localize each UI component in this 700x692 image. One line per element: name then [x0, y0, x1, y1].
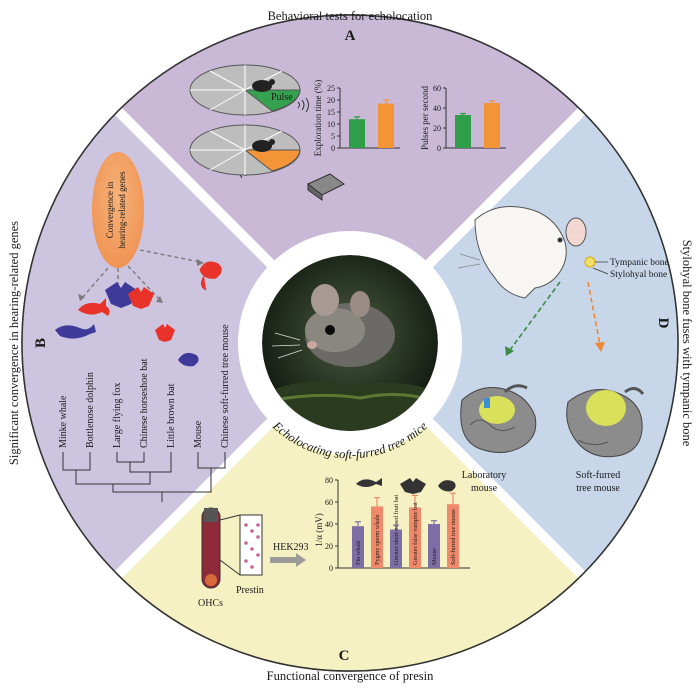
species-label: Mouse [193, 420, 204, 448]
tympanic-marker [584, 256, 596, 268]
dolphin-icon [78, 298, 110, 316]
title-d: Stylohyal bone fuses with tympanic bone [680, 240, 694, 447]
tick-label: 15 [327, 108, 335, 117]
mouse-icon [178, 352, 199, 367]
species-label: Chinese horseshoe bat [139, 358, 150, 448]
tick-label: 0 [329, 564, 333, 573]
panel-c-silhouettes [356, 478, 456, 494]
chart-pulses: 0 20 40 60 Pulses per second [420, 84, 506, 153]
panel-d-arrows [509, 281, 601, 351]
bar [447, 504, 459, 568]
tick-label: 20 [433, 124, 441, 133]
chart-prestin: 0 20 40 60 80 Fin whale Pygmy sperm whale Grea… [314, 476, 470, 573]
tick-label: 5 [331, 132, 335, 141]
title-b: Significant convergence in hearing-relat… [7, 221, 21, 465]
tick-label: 80 [325, 476, 333, 485]
species-label: Chinese soft-furred tree mouse [220, 324, 231, 448]
arrow-right-icon [270, 553, 306, 567]
letter-d: D [655, 318, 671, 329]
center-photo [262, 255, 438, 431]
tick-label: 0 [437, 144, 441, 153]
outer-ring-stroke [21, 14, 679, 672]
bat-icon [400, 478, 426, 494]
species-label: Little brown bat [166, 383, 177, 448]
title-a: Behavioral tests for echolocation [268, 9, 434, 23]
lab-mouse-skull [460, 384, 537, 453]
chart1-ylabel: Exploration time (%) [313, 80, 323, 156]
tympanic-label: Tympanic bone [610, 258, 669, 268]
phylogenetic-tree [62, 452, 226, 502]
bar-label: Pygmy sperm whale [374, 514, 381, 565]
bar-label: Fin whale [355, 540, 362, 565]
rat-head-illustration [457, 206, 609, 299]
bar-label: Greater false vampire bat [412, 502, 419, 565]
arrowhead-orange [595, 342, 605, 352]
sector-c-bg [118, 343, 582, 672]
animal-silhouettes [55, 261, 222, 367]
ohcs-label: OHCs [198, 598, 223, 609]
tick-label: 20 [327, 96, 335, 105]
bar [428, 524, 440, 568]
bar-label: Mouse [431, 548, 438, 565]
panel-a-arena-1 [189, 64, 301, 116]
title-c: Functional convergence of presin [267, 669, 434, 683]
hek-label: HEK293 [273, 542, 309, 553]
tree-mouse-label-1: Soft-furred [576, 470, 620, 481]
flying-fox-icon [105, 282, 137, 308]
whale-icon [55, 324, 96, 339]
bar [352, 526, 364, 568]
species-labels: Minke whale Bottlenose dolphin Large fly… [58, 324, 231, 448]
species-label: Minke whale [58, 395, 69, 448]
bar [409, 507, 421, 568]
chart3-ylabel: 1/α (mV) [314, 513, 324, 546]
ellipse-label-2: hearing-related genes [117, 171, 127, 249]
bar-label: Greater short-nosed fruit bat [393, 494, 400, 565]
bar [349, 119, 365, 148]
species-label: Bottlenose dolphin [85, 372, 96, 448]
little-brown-bat-icon [155, 324, 175, 342]
tick-label: 10 [327, 120, 335, 129]
letter-b: B [33, 338, 49, 348]
bar [390, 529, 402, 568]
sector-d-bg [350, 111, 679, 575]
species-label: Large flying fox [112, 383, 123, 448]
lab-mouse-label-1: Laboratory [462, 470, 506, 481]
tick-label: 0 [331, 144, 335, 153]
letter-c: C [339, 648, 350, 664]
bar-label: Soft-furred tree mouse [450, 509, 457, 565]
ohc-cell [201, 507, 221, 589]
convergence-ellipse [92, 152, 144, 268]
stylohyal-label: Stylohyal bone [610, 270, 667, 280]
tree-mouse-label-2: tree mouse [576, 483, 620, 494]
tick-label: 60 [433, 84, 441, 93]
tree-mouse-icon [199, 261, 222, 291]
bar [371, 506, 383, 568]
tick-label: 25 [327, 84, 335, 93]
panel-a-arena-2 [189, 124, 301, 176]
whale-icon [356, 478, 382, 487]
tree-mouse-skull [566, 387, 645, 458]
arrowhead-green [505, 346, 514, 356]
bar [484, 103, 500, 148]
horseshoe-bat-icon [128, 287, 154, 309]
tick-label: 40 [325, 520, 333, 529]
pulse-label: Pulse [271, 92, 293, 103]
chart-exploration: 0 5 10 15 20 25 Exploration time (%) [313, 80, 400, 156]
ellipse-label-1: Convergence in [105, 181, 115, 238]
convergence-arrows [81, 249, 201, 301]
prestin-label: Prestin [236, 585, 264, 596]
speaker-device-icon [307, 173, 345, 201]
prestin-box [219, 514, 263, 576]
bar [455, 115, 471, 148]
chart2-ylabel: Pulses per second [420, 86, 430, 150]
tick-label: 60 [325, 498, 333, 507]
bar [378, 103, 394, 148]
letter-a: A [345, 28, 356, 44]
lab-mouse-label-2: mouse [471, 483, 498, 494]
mouse-icon [438, 480, 456, 492]
tick-label: 40 [433, 104, 441, 113]
tick-label: 20 [325, 542, 333, 551]
